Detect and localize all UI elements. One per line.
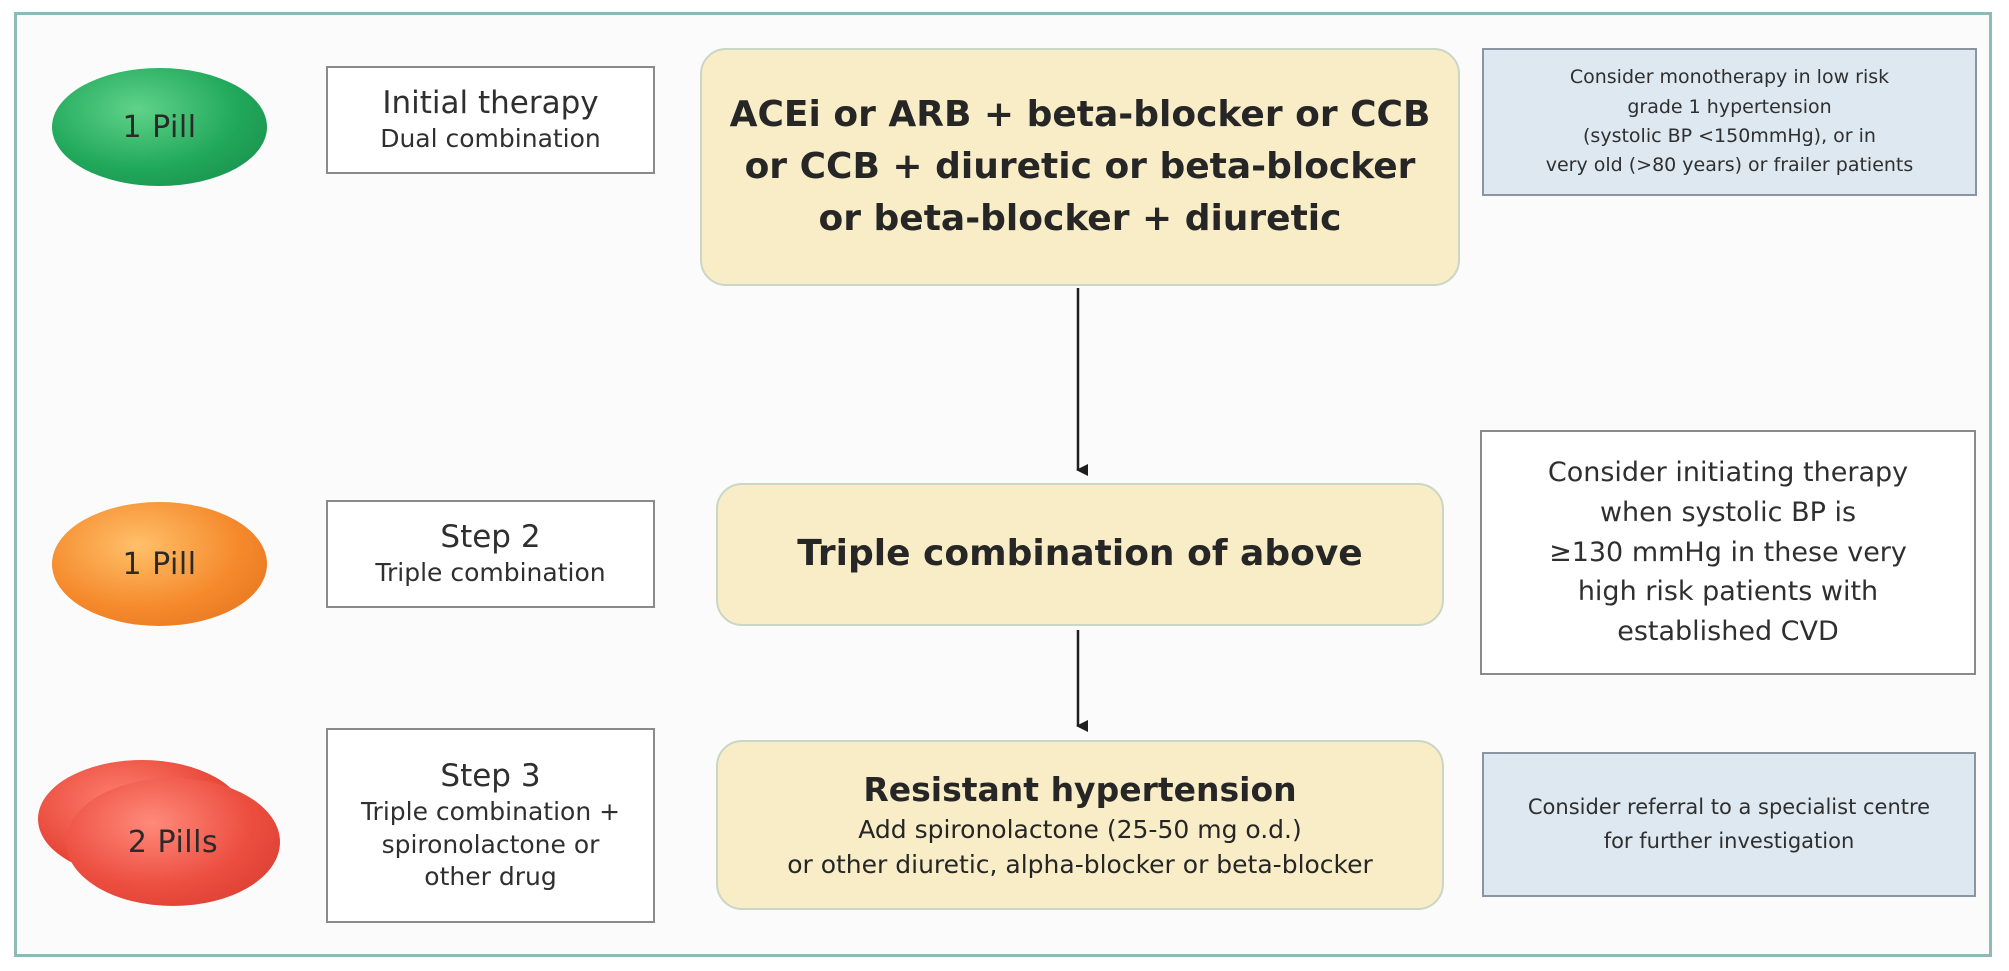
note-line: when systolic BP is xyxy=(1599,496,1857,528)
pill-label: 1 Pill xyxy=(122,546,197,582)
pill-icon-red: 2 Pills xyxy=(66,778,280,906)
note-line: Consider initiating therapy xyxy=(1547,456,1909,488)
drug-line: or beta-blocker + diuretic xyxy=(818,198,1342,240)
note-line: very old (>80 years) or frailer patients xyxy=(1545,154,1914,177)
note-specialist-referral: Consider referral to a specialist centre… xyxy=(1482,752,1976,897)
step-subtitle: Triple combination xyxy=(375,558,606,588)
step-subtitle: Dual combination xyxy=(380,124,601,154)
note-line: grade 1 hypertension xyxy=(1627,95,1832,118)
drug-line: or CCB + diuretic or beta-blocker xyxy=(744,145,1416,187)
pill-icon-green: 1 Pill xyxy=(52,68,267,186)
note-line: (systolic BP <150mmHg), or in xyxy=(1583,125,1876,147)
drug-line: ACEi or ARB + beta-blocker or CCB xyxy=(729,93,1431,135)
drug-line: Triple combination of above xyxy=(797,533,1363,575)
step-subtitle: Triple combination + xyxy=(360,797,621,827)
note-line: Consider monotherapy in low risk xyxy=(1569,66,1890,89)
pill-icon-orange: 1 Pill xyxy=(52,502,267,626)
pill-label: 2 Pills xyxy=(127,824,219,860)
note-line: ≥130 mmHg in these very xyxy=(1549,536,1907,568)
step-subtitle: spironolactone or xyxy=(381,829,600,859)
note-line: for further investigation xyxy=(1603,828,1855,853)
drug-box-resistant-hypertension: Resistant hypertension Add spironolacton… xyxy=(716,740,1444,910)
step-box-step-3: Step 3 Triple combination + spironolacto… xyxy=(326,728,655,923)
step-subtitle: other drug xyxy=(424,862,557,892)
step-title: Initial therapy xyxy=(382,85,599,122)
note-initiating-therapy: Consider initiating therapy when systoli… xyxy=(1480,430,1976,675)
drug-box-triple-combination: Triple combination of above xyxy=(716,483,1444,626)
step-title: Step 3 xyxy=(440,758,541,795)
drug-title: Resistant hypertension xyxy=(863,769,1297,809)
note-line: high risk patients with xyxy=(1577,576,1879,608)
note-line: established CVD xyxy=(1617,616,1839,648)
step-box-initial-therapy: Initial therapy Dual combination xyxy=(326,66,655,174)
pill-label: 1 Pill xyxy=(122,109,197,145)
note-line: Consider referral to a specialist centre xyxy=(1527,794,1931,819)
drug-line: Add spironolactone (25-50 mg o.d.) xyxy=(858,815,1302,845)
step-title: Step 2 xyxy=(440,519,541,556)
drug-box-dual-combination: ACEi or ARB + beta-blocker or CCB or CCB… xyxy=(700,48,1460,286)
drug-line: or other diuretic, alpha-blocker or beta… xyxy=(787,850,1373,880)
step-box-step-2: Step 2 Triple combination xyxy=(326,500,655,608)
note-monotherapy: Consider monotherapy in low risk grade 1… xyxy=(1482,48,1977,196)
